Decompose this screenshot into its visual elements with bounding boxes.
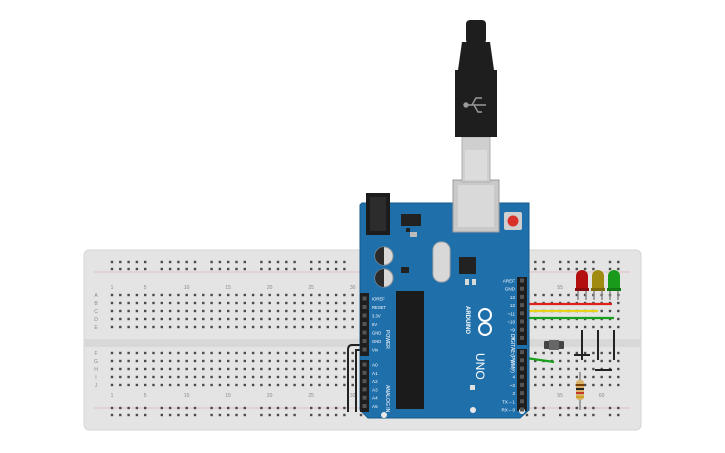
digital-pin-label: ~3 <box>510 383 516 388</box>
digital-pin-label: ~11 <box>508 311 516 316</box>
row-letter: D <box>94 317 98 323</box>
row-letter: B <box>94 301 98 307</box>
column-number: 10 <box>184 393 190 399</box>
row-letter: I <box>95 375 96 381</box>
column-number: 55 <box>557 393 563 399</box>
digital-pin-label: 8 <box>512 336 515 341</box>
analog-header[interactable] <box>360 360 369 412</box>
power-pin-label: 5V <box>372 322 377 327</box>
digital-pin-label: 4 <box>512 375 515 380</box>
row-letter: J <box>95 383 98 389</box>
analog-pin-label: A3 <box>372 387 378 392</box>
power-pin-label: GND <box>372 339 381 344</box>
digital-pin-label: ~6 <box>510 358 516 363</box>
model-label: UNO <box>473 353 487 380</box>
wire-black-5v <box>347 344 360 412</box>
row-letter: F <box>94 351 97 357</box>
column-number: 10 <box>184 285 190 291</box>
column-number: 60 <box>599 393 605 399</box>
analog-pin-label: A5 <box>372 404 378 409</box>
arduino-board[interactable]: ARDUINO UNO POWER ANALOG IN DIGITAL (PWM… <box>359 179 530 419</box>
wires[interactable] <box>347 302 615 412</box>
power-pin-label: RESET <box>372 305 386 310</box>
column-number: 55 <box>557 285 563 291</box>
digital-pin-label: TX→1 <box>502 399 515 404</box>
wire-green-pin7 <box>525 356 555 364</box>
column-number: 30 <box>350 285 356 291</box>
digital-pin-label: 12 <box>510 303 516 308</box>
arduino-logo <box>478 308 492 336</box>
digital-header-high[interactable] <box>517 277 527 345</box>
digital-caption: DIGITAL (PWM~) <box>509 334 515 373</box>
digital-pin-label: AREF <box>503 279 515 284</box>
analog-pin-label: A4 <box>372 396 378 401</box>
usb-icon <box>463 97 486 113</box>
usb-b-cable[interactable] <box>455 20 497 183</box>
digital-pin-label: ~9 <box>510 328 516 333</box>
power-pin-label: GND <box>372 331 381 336</box>
red-led[interactable] <box>575 270 589 300</box>
column-number: 5 <box>144 285 147 291</box>
column-number: 1 <box>111 285 114 291</box>
column-number: 25 <box>308 393 314 399</box>
analog-pin-label: A1 <box>372 371 378 376</box>
microcontroller-chip <box>396 291 424 409</box>
resistor[interactable] <box>576 372 584 410</box>
row-letter: H <box>94 367 98 373</box>
row-letter: A <box>94 293 98 299</box>
row-letter: G <box>94 359 98 365</box>
power-pin-label: Vin <box>372 348 379 353</box>
row-letter: C <box>94 309 98 315</box>
row-letter: E <box>94 325 98 331</box>
power-pin-labels: IOREF RESET 3.3V 5V GND GND Vin <box>362 296 386 353</box>
column-number: 30 <box>350 393 356 399</box>
column-number: 25 <box>308 285 314 291</box>
analog-caption: ANALOG IN <box>384 385 390 413</box>
crystal-oscillator <box>432 241 451 283</box>
digital-pin-label: 2 <box>512 391 515 396</box>
digital-pin-label: ~5 <box>510 367 516 372</box>
digital-pin-label: GND <box>505 287 516 292</box>
power-pin-label: IOREF <box>372 297 385 302</box>
digital-pin-labels: AREF GND 13 12 ~11 ~10 ~9 8 7 ~6 ~5 4 ~3 2TX→1RX←0 <box>501 278 524 413</box>
pushbutton[interactable] <box>544 340 564 350</box>
digital-pin-label: 7 <box>512 350 515 355</box>
analog-pin-label: A0 <box>372 363 378 368</box>
column-number: 1 <box>111 393 114 399</box>
digital-pin-label: ~10 <box>507 320 515 325</box>
yellow-led[interactable] <box>591 270 605 300</box>
column-number: 15 <box>225 285 231 291</box>
power-caption: POWER <box>384 330 390 349</box>
column-number: 20 <box>267 285 273 291</box>
digital-header-low[interactable] <box>517 349 527 411</box>
green-led[interactable] <box>607 270 621 300</box>
column-number: 5 <box>144 393 147 399</box>
column-number: 20 <box>267 393 273 399</box>
column-number: 15 <box>225 393 231 399</box>
brand-label: ARDUINO <box>464 306 470 334</box>
digital-pin-label: 13 <box>510 295 516 300</box>
analog-pin-label: A2 <box>372 379 378 384</box>
power-pin-label: 3.3V <box>372 314 381 319</box>
digital-pin-label: RX←0 <box>501 408 515 413</box>
